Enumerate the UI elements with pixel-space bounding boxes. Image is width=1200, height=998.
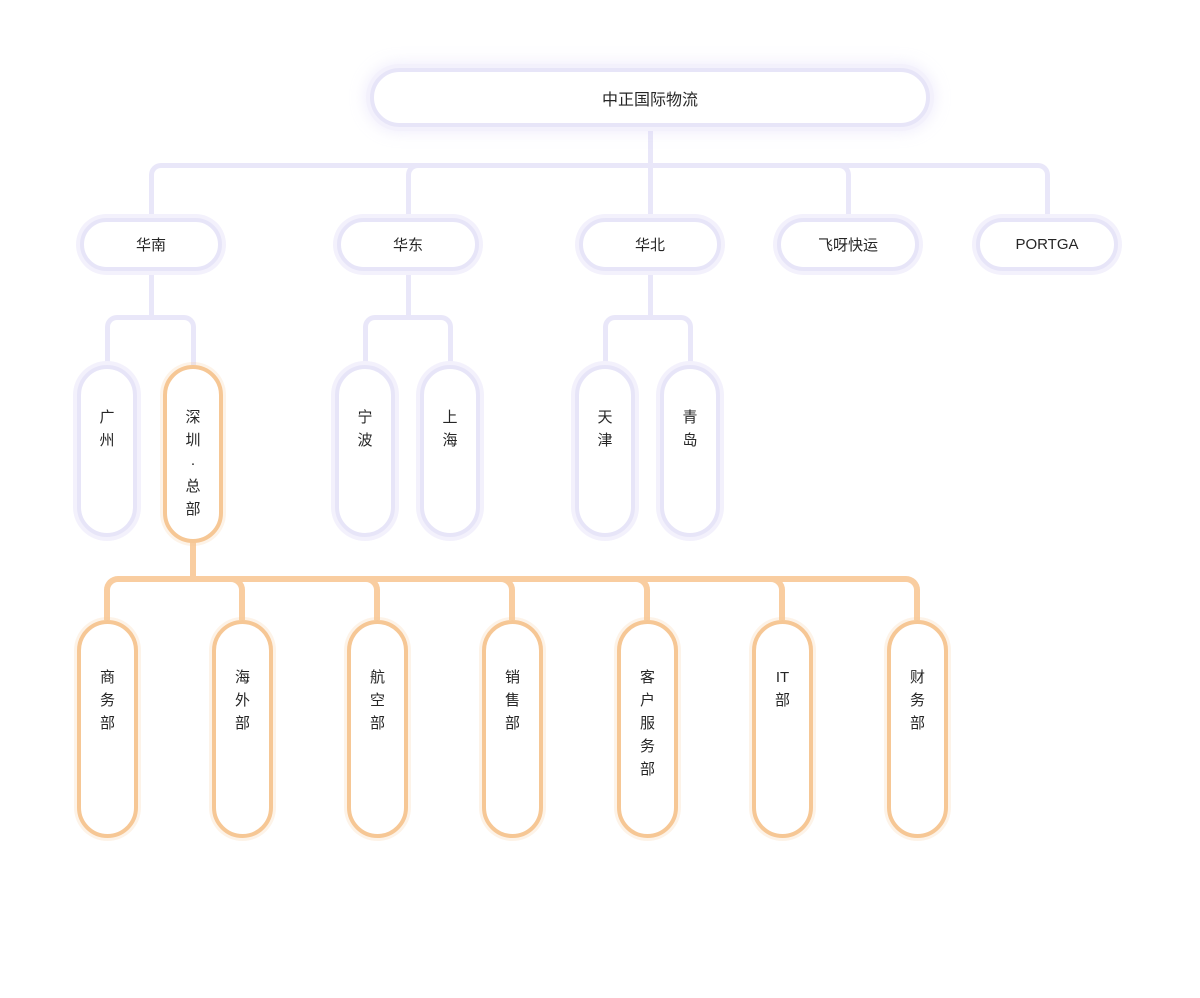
- node-north-china[interactable]: 华北: [579, 218, 721, 271]
- connector-north-china-to-qingdao: [650, 315, 693, 365]
- node-ningbo[interactable]: 宁波: [335, 365, 395, 537]
- node-east-china[interactable]: 华东: [337, 218, 479, 271]
- node-it-dept[interactable]: IT部: [752, 620, 813, 838]
- connector-root-to-east-china: [405, 163, 650, 218]
- connector-east-china-to-ningbo: [362, 315, 408, 365]
- node-qingdao[interactable]: 青岛: [660, 365, 720, 537]
- connector-south-china-stem: [148, 271, 154, 320]
- connector-east-china-to-shanghai: [408, 315, 453, 365]
- node-sales-dept[interactable]: 销售部: [482, 620, 543, 838]
- connector-hq-to-finance-dept: [193, 576, 920, 620]
- node-finance-dept[interactable]: 财务部: [887, 620, 948, 838]
- node-guangzhou[interactable]: 广州: [77, 365, 137, 537]
- node-aviation-dept[interactable]: 航空部: [347, 620, 408, 838]
- node-portga[interactable]: PORTGA: [976, 218, 1118, 271]
- node-overseas-dept[interactable]: 海外部: [212, 620, 273, 838]
- node-company-root[interactable]: 中正国际物流: [370, 68, 930, 127]
- node-shanghai[interactable]: 上海: [420, 365, 480, 537]
- connector-hq-to-business-dept: [104, 576, 193, 620]
- node-business-dept[interactable]: 商务部: [77, 620, 138, 838]
- node-tianjin[interactable]: 天津: [575, 365, 635, 537]
- connector-south-china-to-guangzhou: [104, 315, 151, 365]
- connector-east-china-stem: [405, 271, 411, 320]
- node-feiya-express[interactable]: 飞呀快运: [777, 218, 919, 271]
- connector-south-china-to-shenzhen: [151, 315, 196, 365]
- connector-north-china-to-tianjin: [602, 315, 650, 365]
- connector-root-to-south-china: [148, 163, 650, 218]
- node-shenzhen-hq[interactable]: 深圳·总部: [163, 365, 223, 543]
- node-customer-service-dept[interactable]: 客户服务部: [617, 620, 678, 838]
- connector-north-china-stem: [647, 271, 653, 320]
- connector-root-to-portga: [650, 163, 1050, 218]
- connector-shenzhen-hq-stem: [190, 538, 196, 582]
- node-south-china[interactable]: 华南: [80, 218, 222, 271]
